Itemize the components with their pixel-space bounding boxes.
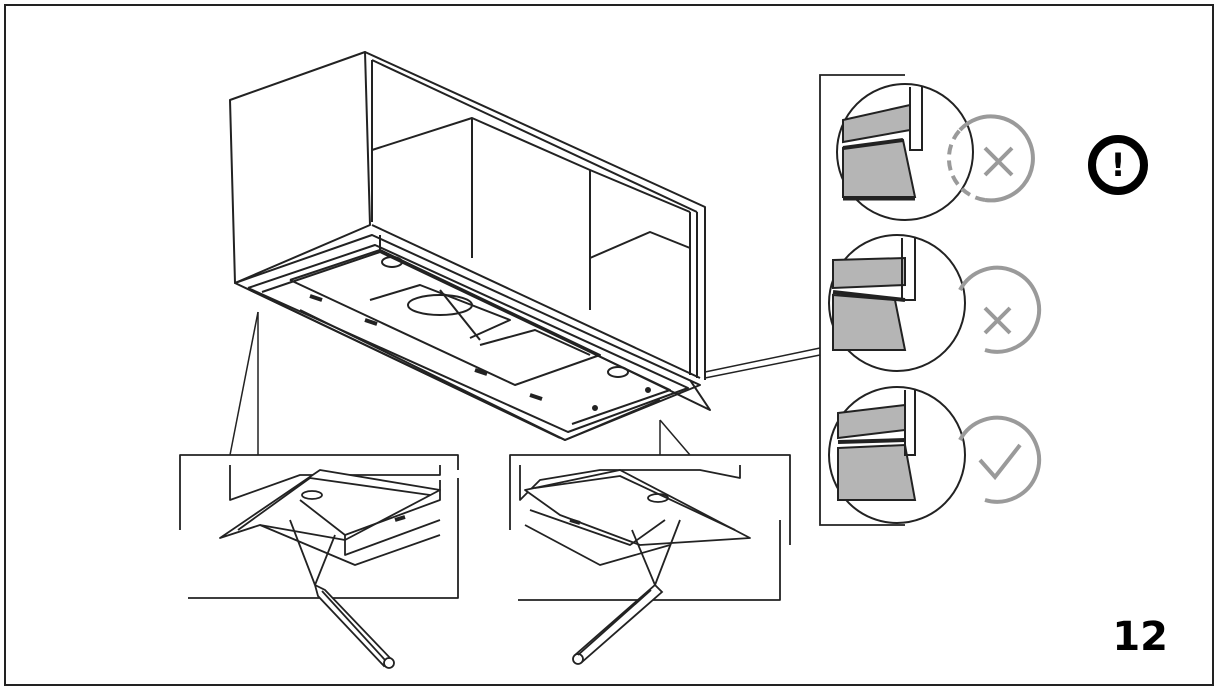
leader-lines [229,311,821,456]
check-icon [978,443,1022,481]
cross-icon [983,146,1014,177]
pencil-icon [572,583,664,665]
page-number: 12 [1112,614,1168,660]
detail-view-left [179,454,459,599]
options-bracket [819,74,905,526]
page-border [4,4,1214,686]
option-wrong-1 [836,83,1035,221]
warning-exclamation: ! [1110,146,1126,184]
cross-icon [983,306,1012,335]
option-correct [828,386,1042,524]
option-wrong-2 [828,234,1042,372]
cabinet-hood-drawing [229,51,711,441]
cabinet-top-edge [364,51,706,380]
cabinet-left-panel [229,51,371,284]
detail-view-right [509,454,791,601]
warning-icon [1088,135,1148,195]
pencil-icon [313,583,395,669]
